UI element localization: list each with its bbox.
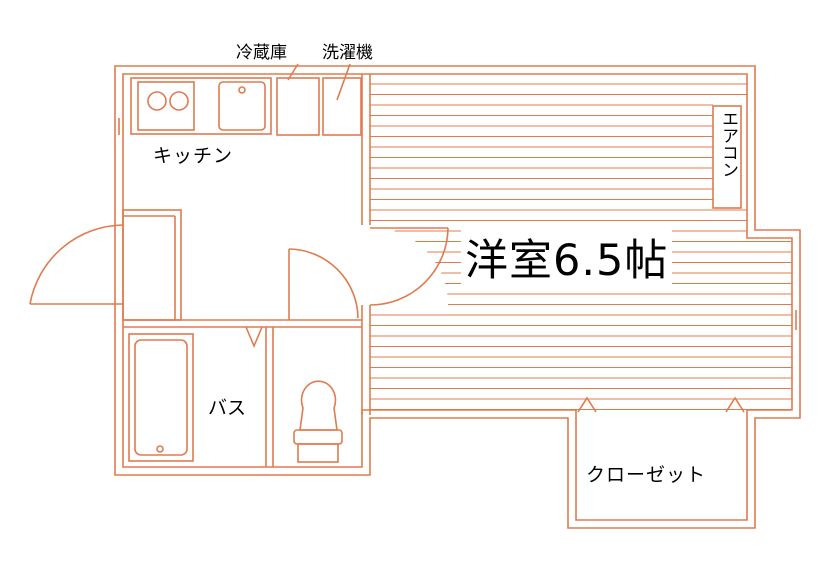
toilet-tank — [293, 429, 343, 445]
room-label: 洋室6.5帖 — [461, 226, 673, 288]
fridge-mark — [287, 63, 299, 81]
stove — [137, 81, 195, 131]
bath-label: バス — [208, 397, 247, 419]
toilet-door — [288, 248, 359, 319]
bath-door-arrow — [245, 326, 263, 349]
toilet-base — [297, 443, 339, 463]
outer-wall-inner — [122, 73, 793, 521]
fridge-space — [276, 77, 320, 136]
kitchen-counter — [130, 77, 272, 135]
burner-icon — [147, 91, 167, 111]
aircon-unit — [712, 105, 742, 209]
closet-label: クローゼット — [586, 464, 707, 486]
sink — [218, 81, 266, 131]
closet-door-arrow — [577, 396, 597, 413]
drain-icon — [238, 86, 246, 94]
outer-wall-outer — [114, 65, 801, 529]
drain-icon — [156, 445, 164, 453]
room-door — [369, 227, 449, 306]
washer-space — [322, 77, 362, 136]
entrance-door — [29, 224, 124, 305]
washer-label: 洗濯機 — [322, 43, 373, 63]
washer-mark — [336, 63, 351, 101]
shoe-box — [122, 209, 182, 321]
bathtub-inner — [134, 339, 188, 456]
kitchen-label: キッチン — [153, 145, 234, 167]
aircon-label: エアコン — [718, 110, 738, 178]
closet-door-arrow — [725, 396, 745, 413]
bathtub — [128, 333, 194, 462]
fridge-label: 冷蔵庫 — [236, 43, 287, 63]
toilet-icon — [299, 380, 338, 431]
burner-icon — [169, 91, 189, 111]
